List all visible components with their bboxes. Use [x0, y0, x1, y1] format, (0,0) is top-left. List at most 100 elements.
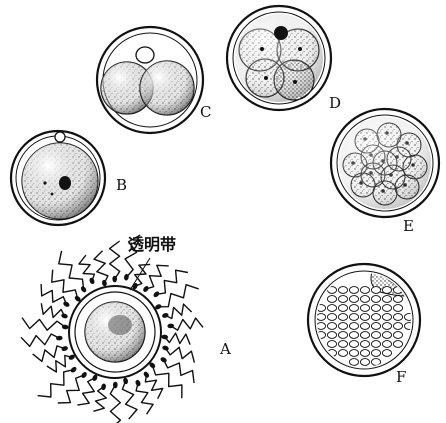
label-b: B — [116, 176, 127, 194]
sperm-head — [62, 325, 68, 329]
blastocyst-cell — [338, 323, 347, 330]
sperm-tail — [165, 333, 190, 345]
blastocyst-cell — [360, 323, 369, 330]
blastocyst-cell — [371, 305, 380, 312]
blastocyst-cell — [327, 305, 336, 312]
blastocyst-cell — [393, 305, 402, 312]
label-c: C — [200, 103, 211, 121]
blastocyst-cell — [349, 287, 358, 294]
nucleus — [293, 80, 297, 84]
sperm-head — [163, 346, 169, 351]
sperm-tail — [58, 375, 84, 403]
blastocyst-cell — [338, 350, 347, 357]
blastocyst-cell — [360, 341, 369, 348]
zygote-granule — [51, 193, 54, 196]
nucleus — [264, 76, 268, 80]
sperm-tail — [59, 251, 84, 289]
zygote-granule — [43, 181, 46, 184]
sperm-tail — [152, 365, 182, 398]
blastocyst-cell — [371, 341, 380, 348]
blastocyst-cell — [393, 341, 402, 348]
nucleus — [298, 47, 302, 51]
sperm-tail — [166, 347, 195, 362]
sperm-head — [69, 355, 75, 360]
sperm-head — [155, 304, 161, 309]
sperm-tail — [135, 264, 151, 286]
blastocyst-cell — [371, 350, 380, 357]
zona-pellucida-leader-line — [130, 258, 150, 290]
stage-e-morula: E — [331, 109, 439, 235]
sperm-tail — [77, 378, 95, 405]
sperm-head — [62, 346, 68, 351]
sperm-head — [63, 302, 69, 307]
morula-shading — [339, 117, 431, 209]
stage-b-zygote: B — [11, 131, 127, 225]
blastocyst-cell — [371, 296, 380, 303]
four-cell-polar-body — [274, 26, 288, 40]
blastocyst-cell — [349, 359, 358, 366]
label-a: A — [219, 340, 231, 358]
blastocyst-cell — [349, 296, 358, 303]
sperm-tail — [156, 270, 188, 294]
sperm-tail — [52, 270, 78, 299]
blastocyst-cell — [382, 296, 391, 303]
blastocyst-cell — [360, 359, 369, 366]
blastocyst-cell — [327, 296, 336, 303]
sperm-head — [71, 367, 77, 373]
sperm-head — [144, 372, 150, 378]
sperm-head — [124, 274, 128, 280]
blastocyst-cell — [371, 323, 380, 330]
blastocyst-cell — [382, 350, 391, 357]
sperm-head — [114, 382, 117, 387]
blastocyst-cell — [327, 314, 336, 321]
sperm-head — [153, 291, 159, 297]
sperm-tail — [93, 387, 106, 412]
blastocyst-cell — [360, 296, 369, 303]
sperm-tail — [165, 304, 191, 318]
blastocyst-cell — [371, 359, 380, 366]
sperm-head — [135, 380, 140, 386]
stage-f-blastocyst: F — [308, 264, 420, 386]
blastocyst-cell — [349, 314, 358, 321]
sperm-head — [81, 372, 87, 378]
blastocyst-cell — [327, 323, 336, 330]
sperm-tail — [94, 251, 108, 283]
blastocyst-cell — [349, 341, 358, 348]
sperm-tail — [136, 383, 153, 414]
sperm-head — [161, 357, 167, 362]
blastocyst-cell — [393, 332, 402, 339]
blastocyst-cell — [316, 323, 325, 330]
oocyte-nucleus — [108, 315, 132, 335]
sperm-tail — [110, 241, 120, 279]
blastocyst-cell — [338, 332, 347, 339]
sperm-head — [62, 314, 68, 319]
sperm-head — [113, 276, 116, 281]
sperm-tail — [33, 346, 65, 362]
blastocyst-cell — [360, 314, 369, 321]
blastocyst-cell — [382, 332, 391, 339]
stage-c-two-cell: C — [97, 27, 211, 133]
sperm-head — [149, 362, 155, 368]
sperm-head — [89, 278, 94, 284]
blastocyst-cell — [338, 314, 347, 321]
blastocyst-cell — [360, 287, 369, 294]
sperm-head — [101, 384, 105, 390]
sperm-tail — [22, 318, 65, 331]
blastocyst-cell — [338, 287, 347, 294]
sperm-tail — [38, 370, 74, 397]
sperm-head — [92, 375, 97, 381]
sperm-tail — [41, 303, 64, 317]
sperm-tail — [145, 375, 162, 399]
sperm-head — [168, 324, 174, 328]
label-e: E — [403, 217, 414, 235]
nucleus — [260, 47, 264, 51]
sperm-tail — [110, 385, 120, 423]
sperm-tail — [122, 381, 137, 419]
blastocyst-cell — [338, 296, 347, 303]
label-f: F — [396, 368, 406, 386]
blastomere-right-shading — [140, 61, 194, 115]
blastocyst-cell — [382, 305, 391, 312]
two-cell-polar-body — [136, 47, 154, 63]
blastocyst-cell — [382, 314, 391, 321]
